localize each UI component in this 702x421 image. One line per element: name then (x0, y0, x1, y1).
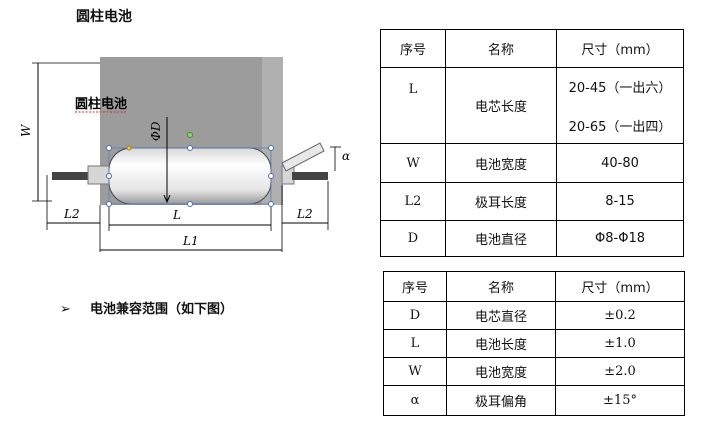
alpha-label: α (342, 149, 350, 163)
l1-label: L1 (182, 234, 199, 248)
code-cell: α (383, 385, 447, 416)
table-row: D 电芯直径 ±0.2 (383, 301, 685, 330)
bullet-arrow-icon: ➢ (60, 302, 71, 317)
diagram-inner-label: 圆柱电池 (75, 96, 127, 112)
l2-left-label: L2 (63, 207, 80, 221)
handle (106, 145, 112, 151)
right-tab (292, 172, 328, 180)
table-header-row: 序号 名称 尺寸（mm） (380, 29, 684, 68)
l-label: L (172, 208, 181, 222)
name-cell: 电池直径 (445, 220, 557, 257)
size-cell: Φ8-Φ18 (556, 220, 684, 257)
size-value-b: 20-65（一出四） (568, 119, 672, 135)
size-cell: 40-80 (556, 143, 684, 183)
compat-range-heading: ➢ 电池兼容范围（如下图） (60, 298, 233, 317)
size-value-a: 20-45（一出六） (568, 80, 672, 96)
rotate-handle (187, 132, 193, 138)
table-row: L 电芯长度 20-45（一出六） 20-65（一出四） (380, 67, 684, 144)
handle (187, 201, 193, 207)
name-cell: 极耳长度 (445, 182, 557, 221)
phid-label: ΦD (149, 121, 163, 141)
size-cell: ±15° (555, 385, 685, 416)
page-title: 圆柱电池 (76, 9, 132, 25)
w-label: W (20, 123, 33, 137)
name-cell: 电芯长度 (445, 67, 557, 144)
size-cell: 20-45（一出六） 20-65（一出四） (556, 67, 684, 144)
table-row: W 电池宽度 ±2.0 (383, 357, 685, 386)
size-cell: ±0.2 (555, 301, 685, 330)
code-cell: W (383, 357, 447, 386)
size-cell: ±2.0 (555, 357, 685, 386)
name-cell: 极耳偏角 (446, 385, 556, 416)
battery-dimension-diagram: W ΦD 圆柱电池 α L2 L L2 L1 (20, 57, 350, 252)
code-cell: L2 (380, 182, 446, 221)
l2-right-label: L2 (296, 207, 313, 221)
header-cell: 名称 (445, 29, 557, 68)
code-cell: D (380, 220, 446, 257)
handle (268, 173, 274, 179)
name-cell: 电芯直径 (446, 301, 556, 330)
handle (106, 173, 112, 179)
handle (187, 145, 193, 151)
name-cell: 电池宽度 (446, 357, 556, 386)
name-cell: 电池宽度 (445, 143, 557, 183)
handle (106, 201, 112, 207)
handle (268, 201, 274, 207)
adjust-handle (126, 145, 132, 151)
name-cell: 电池长度 (446, 329, 556, 358)
table-row: α 极耳偏角 ±15° (383, 385, 685, 416)
table-header-row: 序号 名称 尺寸（mm） (383, 271, 685, 302)
code-cell: W (380, 143, 446, 183)
size-cell: ±1.0 (555, 329, 685, 358)
angled-tab (281, 142, 325, 172)
tolerance-table: 序号 名称 尺寸（mm） D 电芯直径 ±0.2 L 电池长度 ±1.0 W 电… (383, 271, 685, 416)
code-cell: L (383, 329, 447, 358)
table-row: D 电池直径 Φ8-Φ18 (380, 220, 684, 257)
header-cell: 序号 (383, 271, 447, 302)
code-cell: D (383, 301, 447, 330)
size-cell: 8-15 (556, 182, 684, 221)
code-cell: L (380, 67, 446, 144)
header-cell: 尺寸（mm） (555, 271, 685, 302)
compat-range-text: 电池兼容范围（如下图） (90, 302, 234, 317)
table-row: L2 极耳长度 8-15 (380, 182, 684, 221)
left-tab (52, 172, 92, 180)
header-cell: 尺寸（mm） (556, 29, 684, 68)
spec-table: 序号 名称 尺寸（mm） L 电芯长度 20-45（一出六） 20-65（一出四… (380, 29, 684, 257)
table-row: L 电池长度 ±1.0 (383, 329, 685, 358)
battery-cell (108, 147, 272, 205)
table-row: W 电池宽度 40-80 (380, 143, 684, 183)
header-cell: 序号 (380, 29, 446, 68)
handle (268, 145, 274, 151)
header-cell: 名称 (446, 271, 556, 302)
